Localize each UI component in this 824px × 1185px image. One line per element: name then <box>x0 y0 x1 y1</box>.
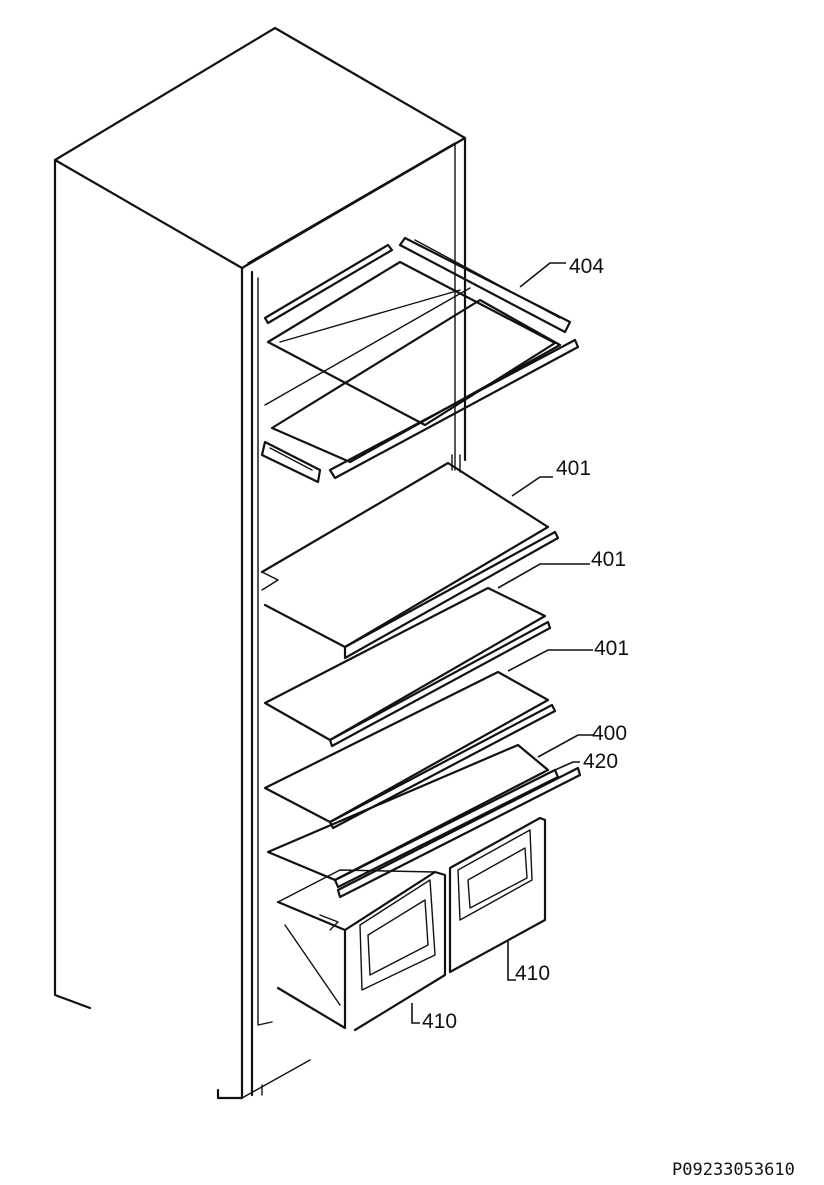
document-code: P09233053610 <box>672 1160 795 1180</box>
crisper-cover-400 <box>266 743 582 899</box>
cabinet <box>53 26 467 1100</box>
callout-401-middle: 401 <box>591 548 626 571</box>
callout-401-upper: 401 <box>556 457 591 480</box>
callout-410-left: 410 <box>422 1010 457 1033</box>
callouts: 404 401 401 401 400 420 410 410 <box>422 255 629 1033</box>
callout-404: 404 <box>569 255 604 278</box>
leader-lines <box>411 262 593 1024</box>
shelf-401-lower <box>263 670 557 830</box>
crisper-drawers-410 <box>276 816 547 1032</box>
shelf-401-upper <box>260 454 560 660</box>
callout-410-right: 410 <box>515 962 550 985</box>
shelf-404 <box>260 236 580 484</box>
callout-401-lower: 401 <box>594 637 629 660</box>
callout-400: 400 <box>592 722 627 745</box>
shelf-401-middle <box>263 586 552 748</box>
callout-420: 420 <box>583 750 618 773</box>
